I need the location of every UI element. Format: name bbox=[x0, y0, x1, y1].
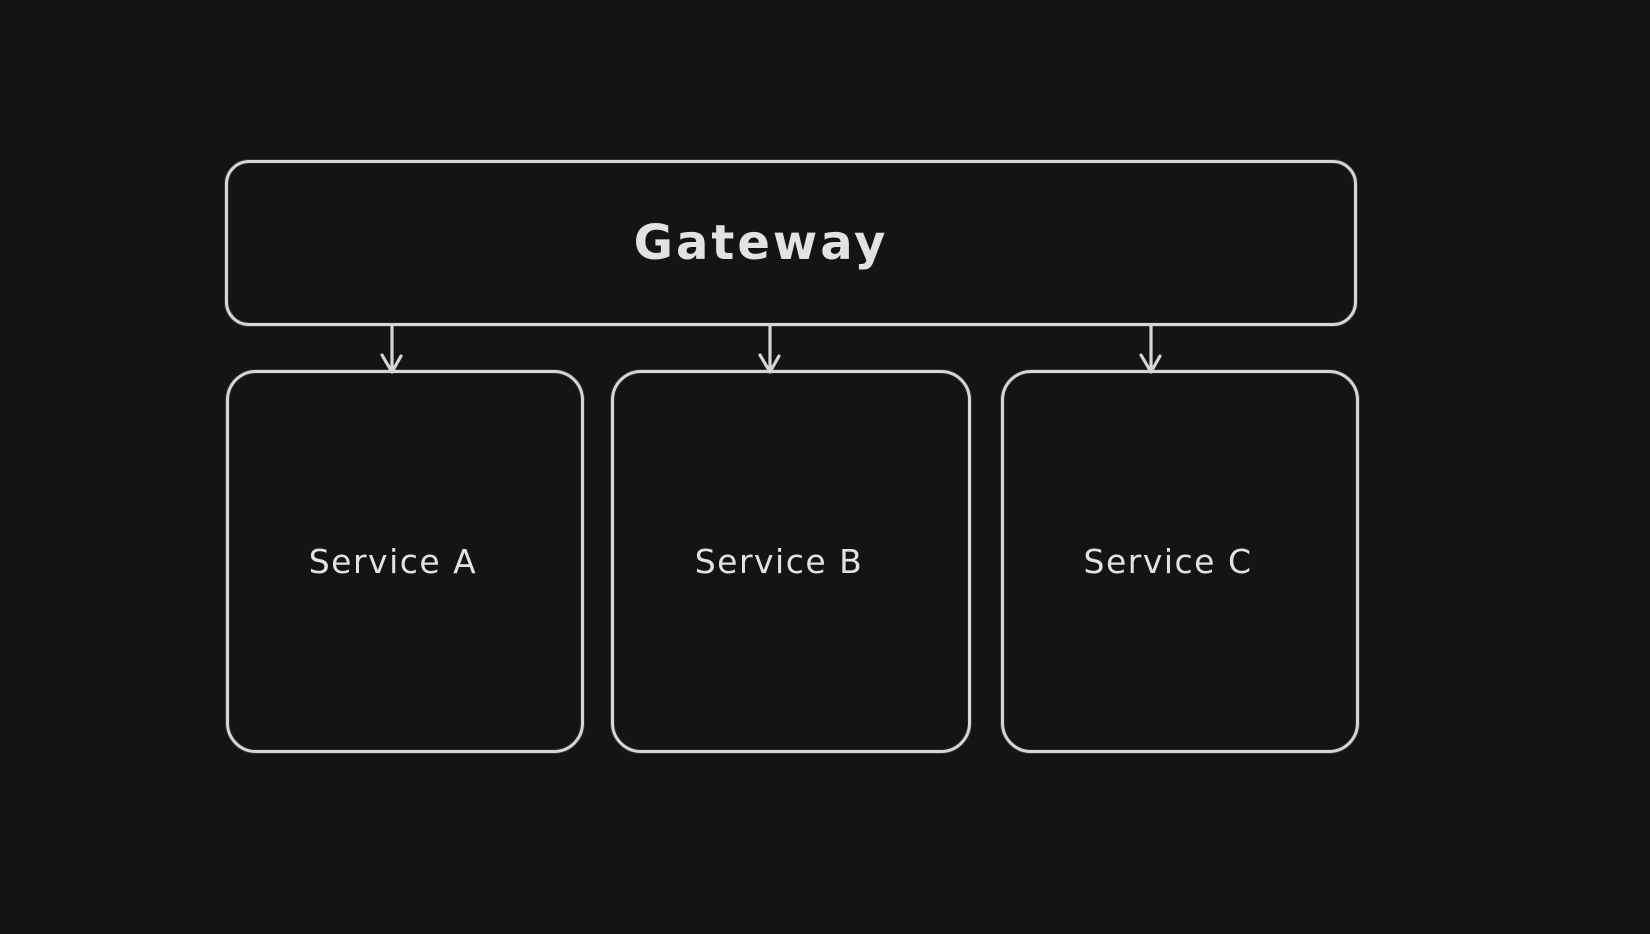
service-b-node[interactable]: Service B bbox=[611, 370, 971, 753]
down-arrow-icon bbox=[380, 324, 403, 374]
gateway-node[interactable]: Gateway bbox=[225, 160, 1357, 326]
arrow-gateway-to-service-a[interactable] bbox=[376, 324, 408, 376]
service-c-node[interactable]: Service C bbox=[1001, 370, 1359, 753]
service-c-label: Service C bbox=[1083, 542, 1253, 581]
arrow-gateway-to-service-c[interactable] bbox=[1135, 324, 1167, 376]
down-arrow-icon bbox=[758, 324, 781, 374]
arrow-gateway-to-service-b[interactable] bbox=[754, 324, 786, 376]
service-a-label: Service A bbox=[308, 542, 478, 581]
service-a-node[interactable]: Service A bbox=[226, 370, 584, 753]
service-b-label: Service B bbox=[694, 542, 864, 581]
gateway-label: Gateway bbox=[633, 215, 889, 271]
down-arrow-icon bbox=[1139, 324, 1162, 374]
